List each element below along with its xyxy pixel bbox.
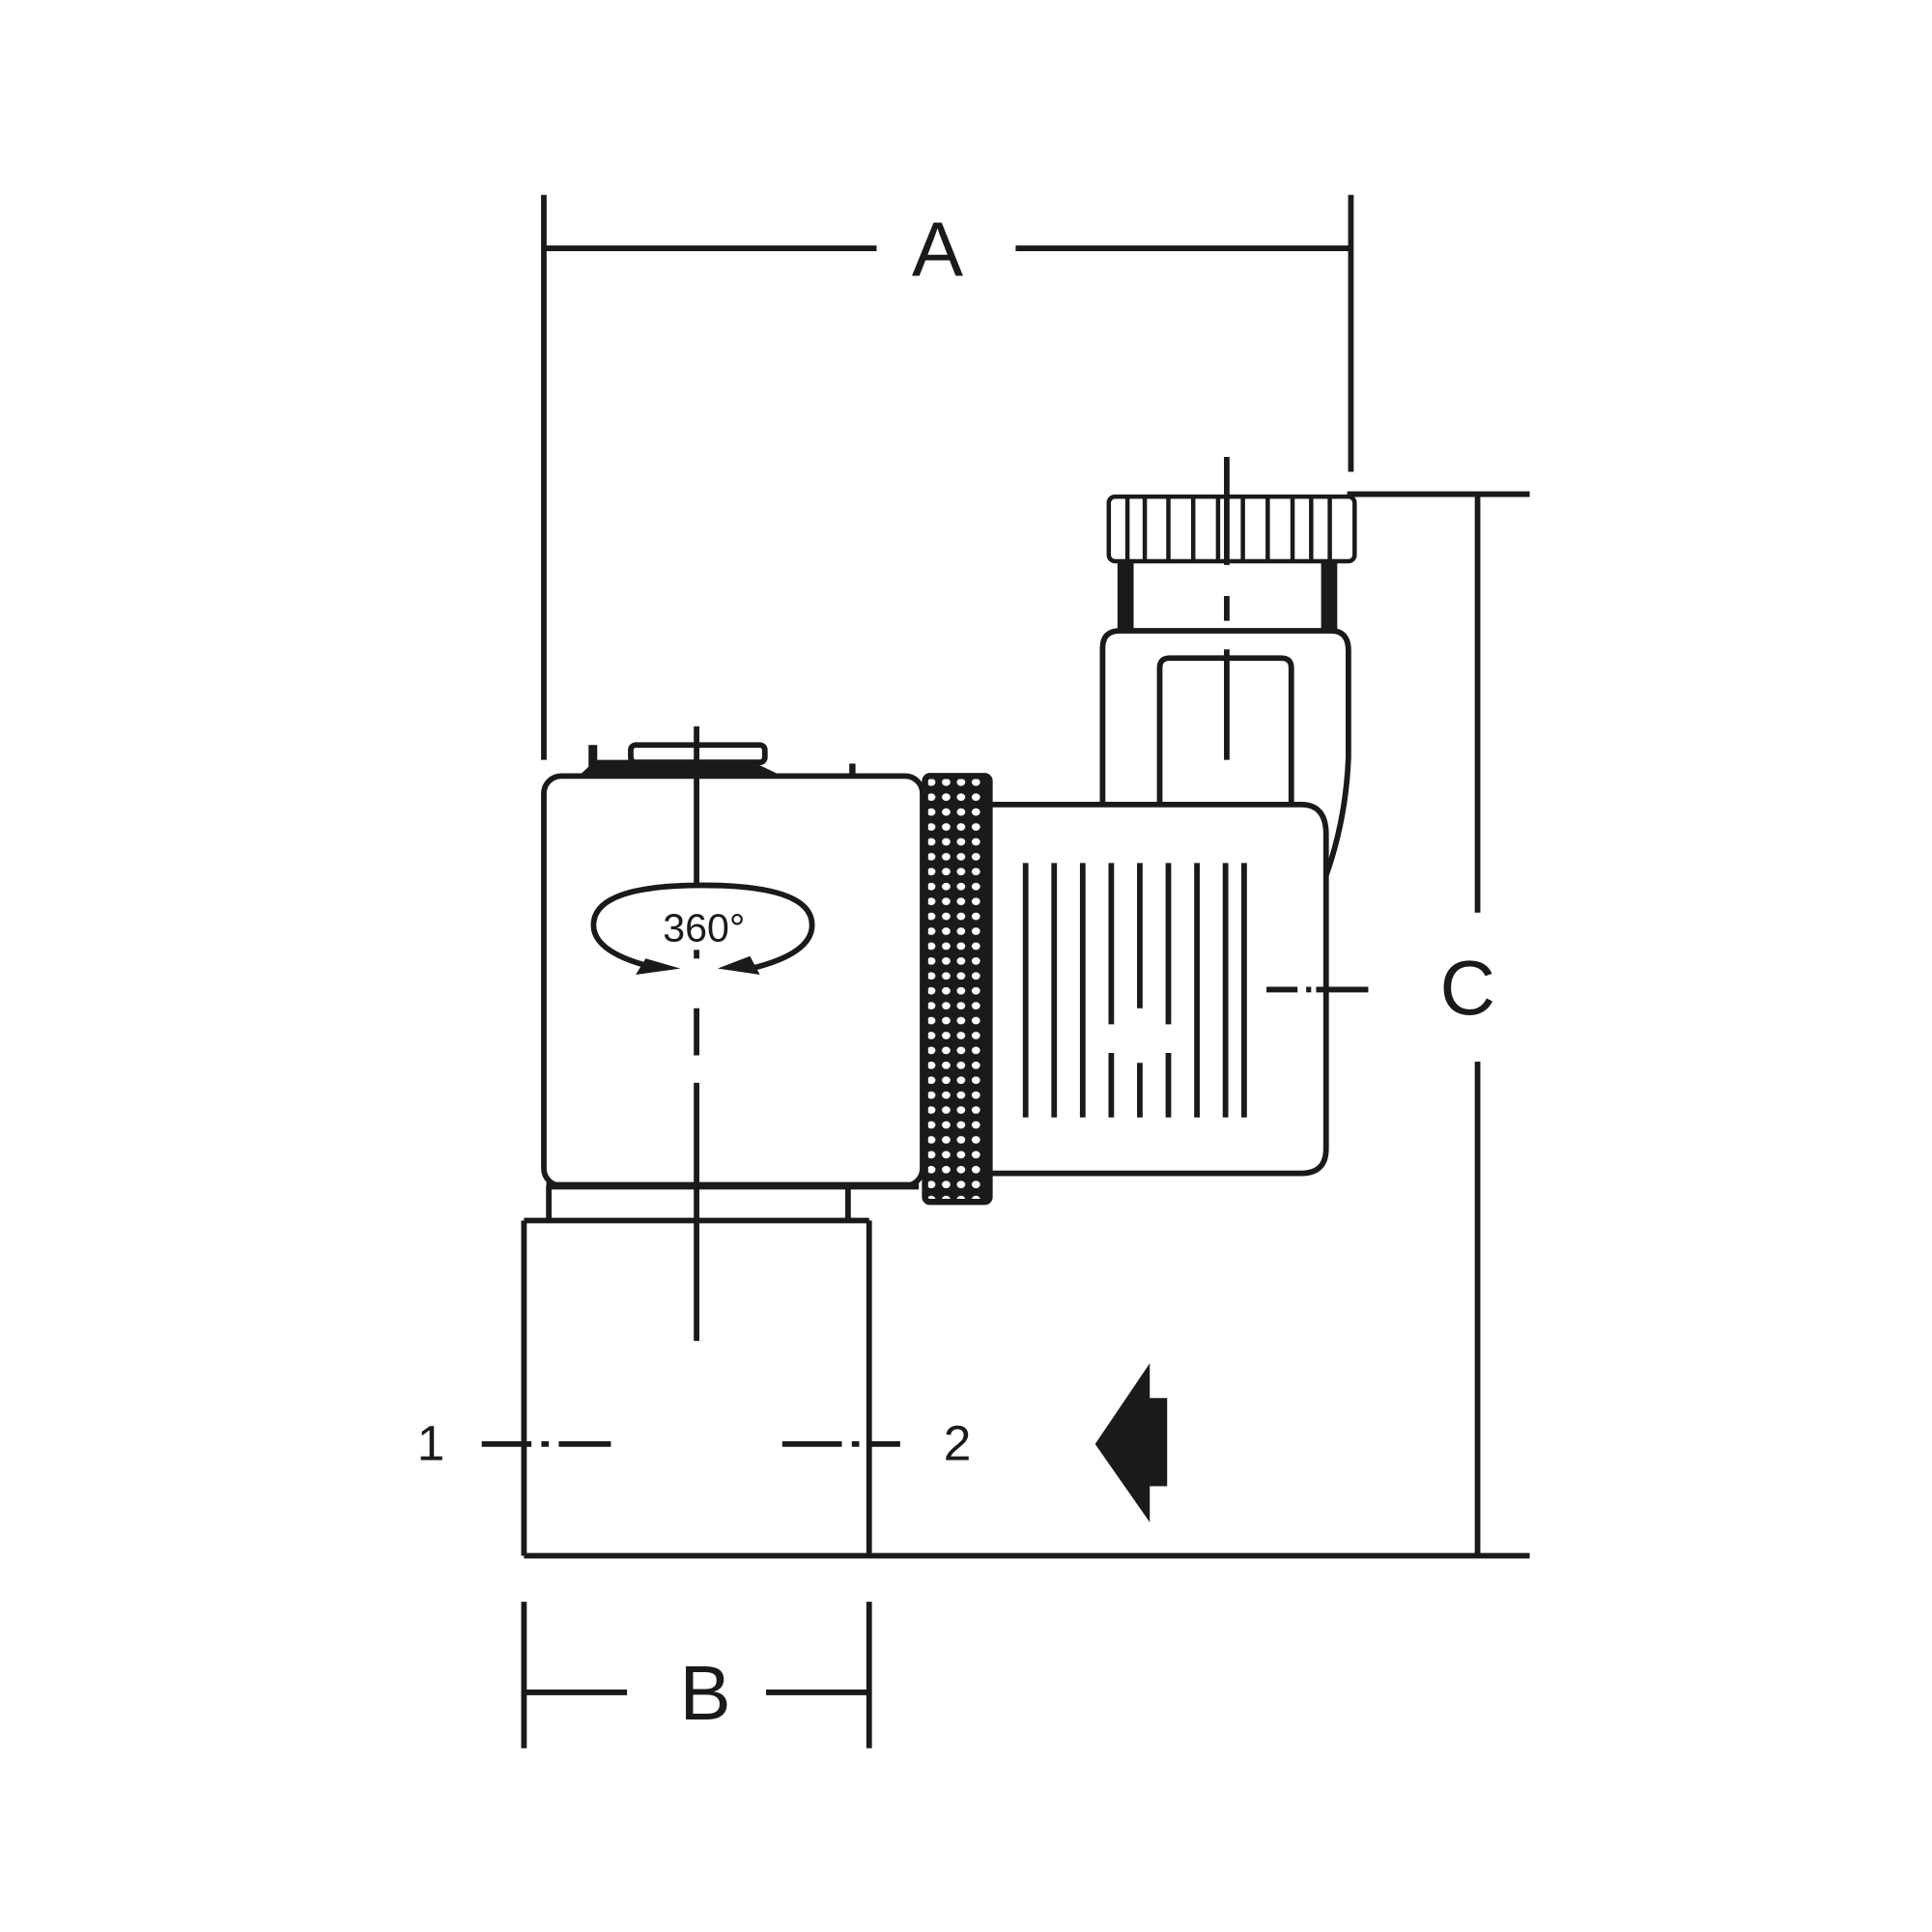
dimension-c: C: [1439, 494, 1495, 1556]
rotation-arrow-right-icon: [717, 955, 760, 975]
dimension-c-label: C: [1439, 945, 1495, 1031]
rotation-label: 360°: [663, 905, 745, 950]
rotation-arrow-left-icon: [636, 958, 681, 975]
port-2: 2: [781, 1415, 972, 1471]
connector-nut: [1106, 494, 1357, 633]
coil-connector-box: [989, 802, 1369, 1177]
connector-ribs: [1022, 863, 1247, 1118]
dimension-b-label: B: [679, 1650, 730, 1736]
valve-body: [521, 1220, 1530, 1559]
knurled-ring: [922, 773, 993, 1206]
valve-neck: [524, 1185, 869, 1224]
dimension-a-label: A: [912, 206, 963, 292]
coil-housing: [541, 742, 925, 1190]
port-1: 1: [417, 1415, 611, 1471]
flow-direction-arrow-icon: [1094, 1363, 1168, 1522]
dimension-b: B: [521, 1602, 872, 1748]
plug-connector: [1099, 457, 1351, 877]
port-1-label: 1: [417, 1415, 445, 1471]
port-2-label: 2: [944, 1415, 972, 1471]
dimension-a: A: [541, 194, 1354, 760]
rotation-indicator: 360°: [590, 882, 815, 975]
